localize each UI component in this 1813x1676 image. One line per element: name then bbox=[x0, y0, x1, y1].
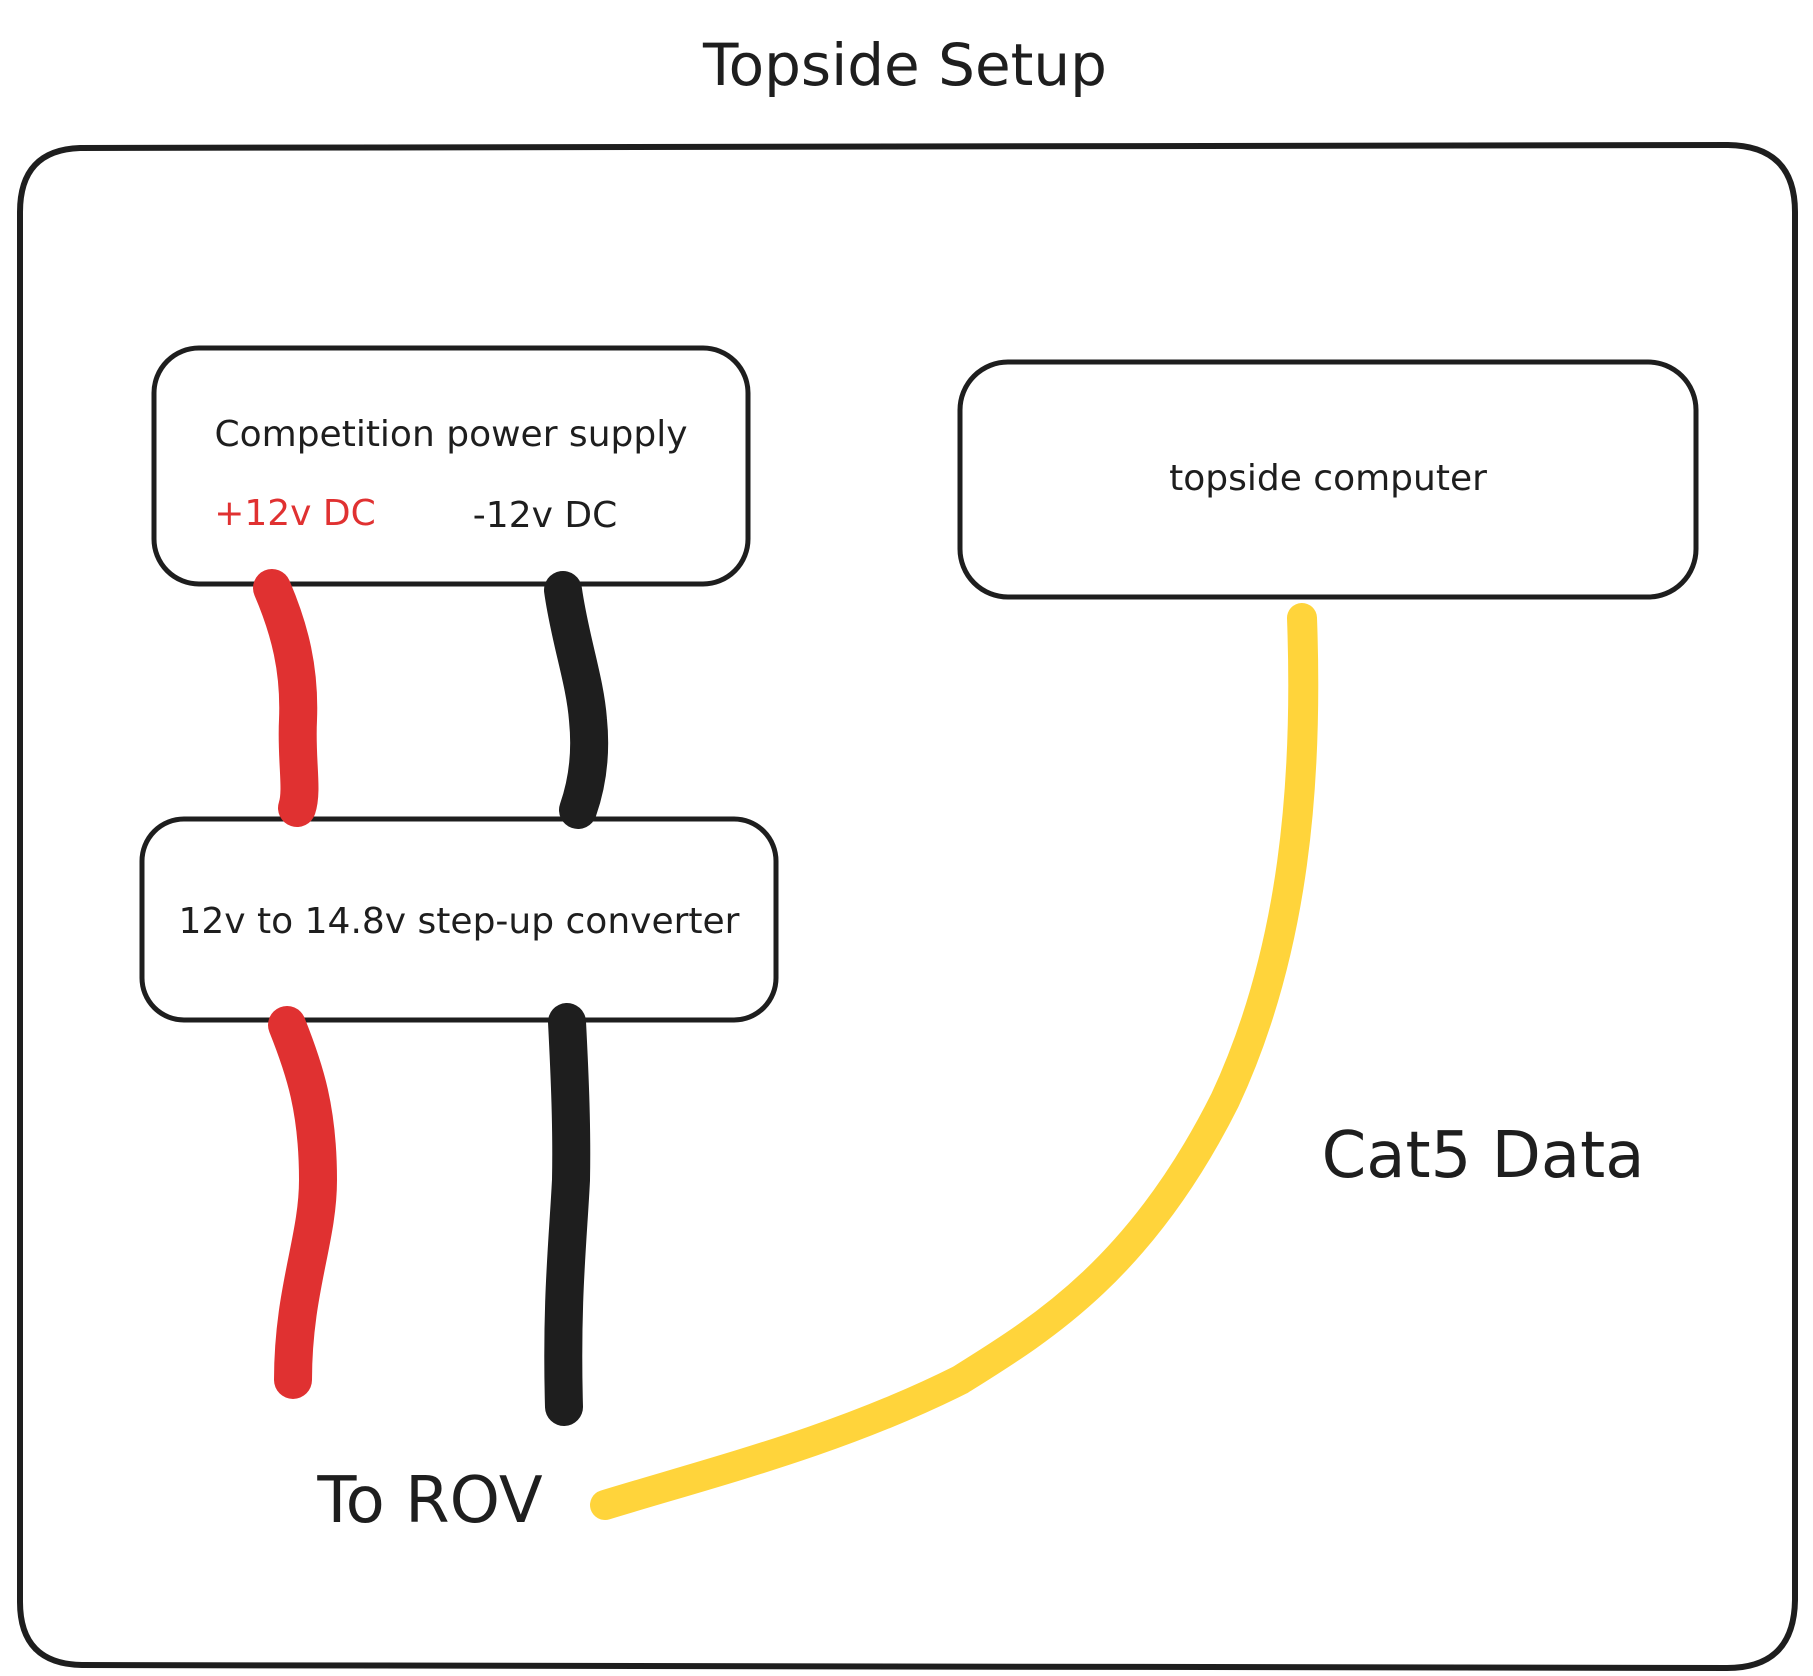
power-supply-label: Competition power supply bbox=[214, 414, 687, 455]
cat5-data-cable bbox=[590, 603, 1319, 1520]
positive-terminal-label: +12v DC bbox=[214, 493, 376, 534]
power-supply-box bbox=[151, 345, 751, 587]
topside-computer-label: topside computer bbox=[1169, 458, 1487, 499]
to-rov-label: To ROV bbox=[316, 1464, 542, 1538]
positive-wire-lower bbox=[268, 1006, 337, 1399]
negative-wire-lower bbox=[544, 1003, 591, 1426]
outer-frame bbox=[17, 141, 1798, 1672]
step-up-converter-label: 12v to 14.8v step-up converter bbox=[179, 901, 740, 942]
negative-wire-upper bbox=[544, 571, 609, 829]
diagram-title: Topside Setup bbox=[702, 31, 1107, 99]
step-up-converter-box bbox=[139, 816, 779, 1023]
negative-terminal-label: -12v DC bbox=[473, 495, 617, 536]
topside-computer-box bbox=[957, 359, 1699, 600]
cat5-data-label: Cat5 Data bbox=[1322, 1119, 1645, 1193]
positive-wire-upper bbox=[253, 569, 319, 827]
